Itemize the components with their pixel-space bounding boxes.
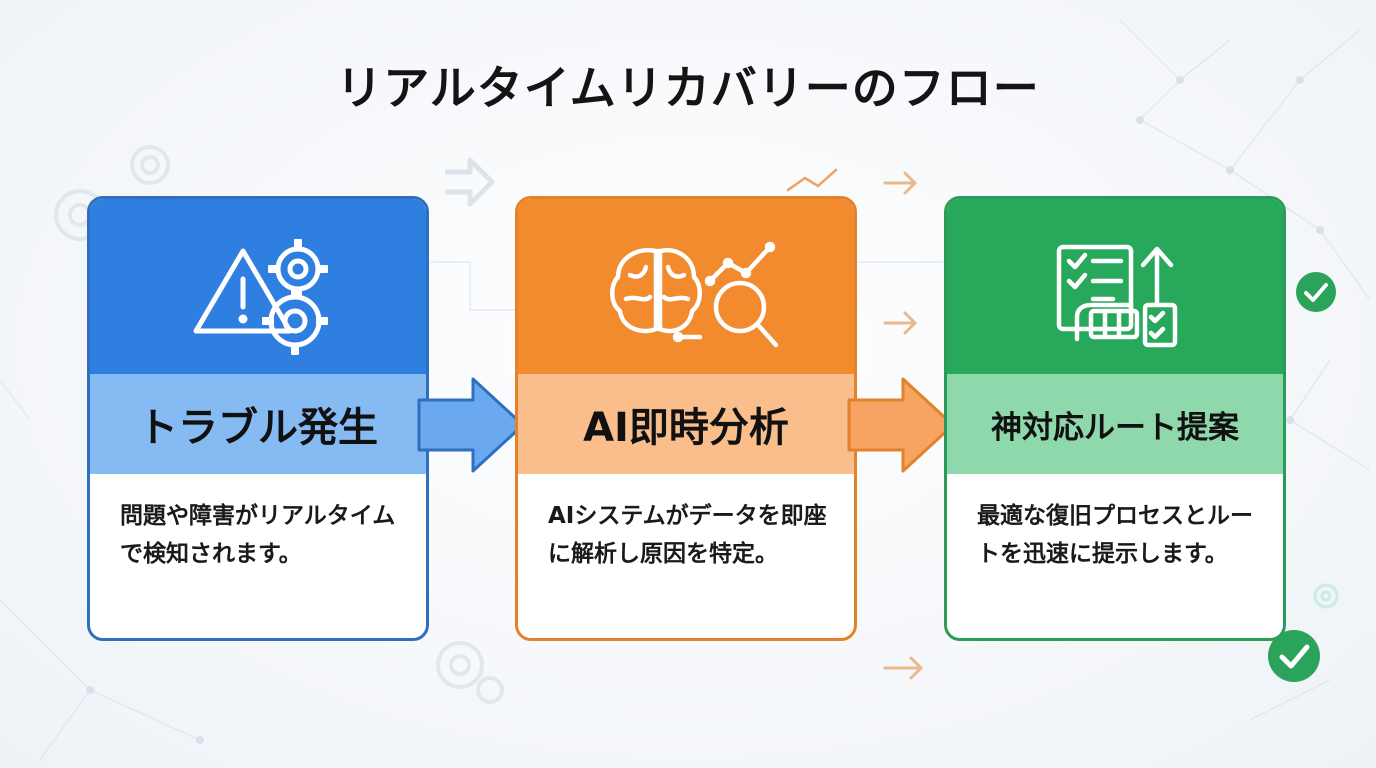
step-label: 神対応ルート提案 xyxy=(947,374,1283,474)
step-card-route-proposal: 神対応ルート提案 最適な復旧プロセスとルートを迅速に提示します。 xyxy=(944,196,1286,641)
step-description: 問題や障害がリアルタイムで検知されます。 xyxy=(120,503,396,567)
step-label: AI即時分析 xyxy=(518,374,854,474)
flow-arrow-2-to-3 xyxy=(847,377,955,473)
step-icon-area xyxy=(90,199,426,374)
step-description: AIシステムがデータを即座に解析し原因を特定。 xyxy=(548,503,827,567)
flow-arrow-1-to-2 xyxy=(417,377,525,473)
step-description: 最適な復旧プロセスとルートを迅速に提示します。 xyxy=(977,503,1253,567)
check-circle-icon xyxy=(1296,272,1336,312)
brain-analysis-icon xyxy=(610,241,779,348)
step-icon-area xyxy=(947,199,1283,374)
warning-gears-icon xyxy=(193,239,328,355)
page-title: リアルタイムリカバリーのフロー xyxy=(336,61,1040,115)
step-label: トラブル発生 xyxy=(90,374,426,474)
step-icon-area xyxy=(518,199,854,374)
step-card-trouble: トラブル発生 問題や障害がリアルタイムで検知されます。 xyxy=(87,196,429,641)
check-circle-icon xyxy=(1268,630,1320,682)
step-card-ai-analysis: AI即時分析 AIシステムがデータを即座に解析し原因を特定。 xyxy=(515,196,857,641)
checklist-route-icon xyxy=(1056,244,1178,348)
